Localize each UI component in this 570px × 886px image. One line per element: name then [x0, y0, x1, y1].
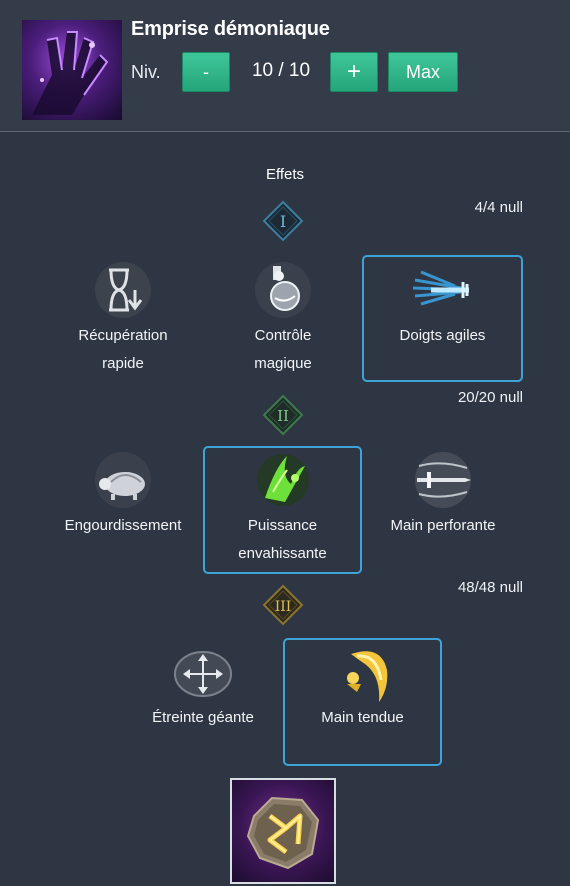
skill-header: Emprise démoniaque Niv. - 10 / 10 + Max [0, 0, 570, 132]
skill-title: Emprise démoniaque [131, 18, 330, 40]
effect-label: Contrôle [254, 327, 312, 344]
effect-engourdissement[interactable]: Engourdissement [42, 448, 204, 548]
selected-frame [362, 255, 523, 382]
tier-1-numeral: I [280, 212, 286, 231]
effect-etreinte-geante[interactable]: Étreinte géante [130, 640, 276, 740]
golden-swoosh-icon [331, 640, 395, 704]
green-claw-icon [251, 448, 315, 512]
rune-slot[interactable] [230, 778, 336, 884]
effect-label: magique [254, 355, 312, 372]
tier-2-count: 20/20 null [457, 389, 523, 406]
level-value: 10 / 10 [251, 60, 311, 81]
turtle-icon [91, 448, 155, 512]
tier-2-badge: II [262, 394, 304, 436]
effect-label: envahissante [238, 545, 327, 562]
effect-label: Main perforante [390, 517, 496, 534]
increase-level-button[interactable]: + [330, 52, 378, 92]
demonic-hand-icon [22, 20, 122, 120]
hourglass-icon [91, 258, 155, 322]
effect-label: Doigts agiles [399, 327, 486, 344]
decrease-level-button[interactable]: - [182, 52, 230, 92]
effect-recuperation-rapide[interactable]: Récupération rapide [58, 258, 188, 378]
level-label: Niv. [131, 62, 161, 82]
selected-frame [283, 638, 442, 766]
tier-3-badge: III [262, 584, 304, 626]
tier-3-numeral: III [275, 599, 292, 615]
effect-doigts-agiles[interactable]: Doigts agiles [362, 258, 523, 378]
tier-1-count: 4/4 null [474, 199, 523, 216]
effect-controle-magique[interactable]: Contrôle magique [218, 258, 348, 378]
effect-label: Main tendue [321, 709, 404, 726]
effect-label: Engourdissement [64, 517, 182, 534]
expand-arrows-icon [171, 640, 235, 704]
blue-blades-icon [411, 258, 475, 322]
tier-3-count: 48/48 null [457, 579, 523, 596]
tier-2-numeral: II [277, 407, 289, 425]
effects-title: Effets [265, 166, 305, 183]
potion-icon [251, 258, 315, 322]
selected-frame [203, 446, 362, 574]
rune-stone-icon [246, 796, 320, 870]
effect-label: Puissance [247, 517, 318, 534]
effect-label: rapide [102, 355, 144, 372]
effect-label: Récupération [78, 327, 168, 344]
effect-label: Étreinte géante [152, 709, 254, 726]
effect-main-perforante[interactable]: Main perforante [368, 448, 518, 548]
tier-1-badge: I [262, 200, 304, 242]
effect-puissance-envahissante[interactable]: Puissance envahissante [203, 448, 362, 568]
effect-main-tendue[interactable]: Main tendue [283, 640, 442, 760]
piercing-sword-icon [411, 448, 475, 512]
max-level-button[interactable]: Max [388, 52, 458, 92]
